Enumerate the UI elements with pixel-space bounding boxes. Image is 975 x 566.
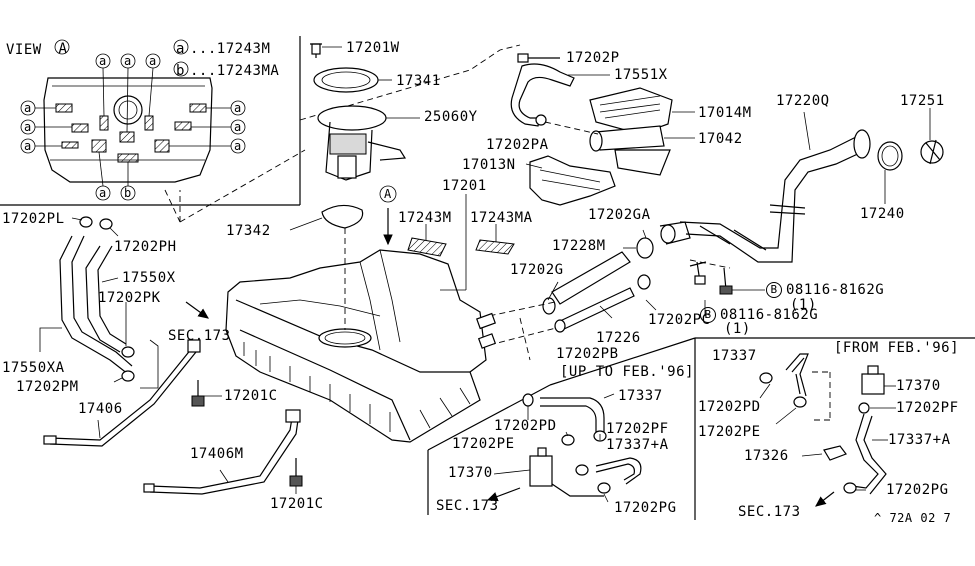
label-17202PH: 17202PH <box>114 239 177 255</box>
label-17406: 17406 <box>78 401 123 417</box>
filler-hoses <box>469 247 657 351</box>
filler-neck <box>636 108 944 316</box>
label-17202PA: 17202PA <box>486 137 549 153</box>
legend-b-key: b <box>176 63 185 79</box>
fuel-sender-unit <box>310 43 420 181</box>
view-marker: A <box>58 41 68 57</box>
label-sec173-a: SEC.173 <box>168 328 231 344</box>
bubble-right-3: a <box>234 139 242 153</box>
bubble-bottom-2: b <box>124 186 132 200</box>
bubble-bottom-1: a <box>99 186 107 200</box>
label-17337-up: 17337 <box>618 388 663 404</box>
bubble-left-3: a <box>24 139 32 153</box>
label-17370-up: 17370 <box>448 465 493 481</box>
label-17202P: 17202P <box>566 50 620 66</box>
label-17202PM: 17202PM <box>16 379 79 395</box>
label-sec173-b: SEC.173 <box>436 498 499 514</box>
label-17014M: 17014M <box>698 105 752 121</box>
view-a-inset <box>0 36 301 206</box>
label-17202PC: 17202PC <box>648 312 711 328</box>
label-17202G: 17202G <box>510 262 564 278</box>
bolt1-key: B <box>766 282 782 298</box>
bubble-top-2: a <box>124 54 132 68</box>
label-17201C-b: 17201C <box>270 496 324 512</box>
label-17243M: 17243M <box>398 210 452 226</box>
label-17341: 17341 <box>396 73 441 89</box>
label-17337A-up: 17337+A <box>606 437 669 453</box>
label-from-feb-96: [FROM FEB.'96] <box>834 340 960 356</box>
arrow-a-label: A <box>384 187 392 201</box>
diagram-code: ^ 72A 02 7 <box>874 511 952 525</box>
label-17202PD-up: 17202PD <box>494 418 557 434</box>
label-17201: 17201 <box>442 178 487 194</box>
label-17202PF-up: 17202PF <box>606 421 669 437</box>
label-17326: 17326 <box>744 448 789 464</box>
label-17240: 17240 <box>860 206 905 222</box>
label-17337-from: 17337 <box>712 348 757 364</box>
label-17551X: 17551X <box>614 67 668 83</box>
label-17202PB: 17202PB <box>556 346 619 362</box>
label-17201W: 17201W <box>346 40 400 56</box>
label-17202GA: 17202GA <box>588 207 651 223</box>
label-17220Q: 17220Q <box>776 93 830 109</box>
label-17202PG-from: 17202PG <box>886 482 949 498</box>
label-sec173-c: SEC.173 <box>738 504 801 520</box>
view-title-text: VIEW <box>6 42 42 58</box>
from-feb-96-variant <box>759 353 896 507</box>
label-25060Y: 25060Y <box>424 109 478 125</box>
label-17202PL: 17202PL <box>2 211 65 227</box>
legend-a-key: a <box>176 41 185 57</box>
label-17337A-from: 17337+A <box>888 432 951 448</box>
legend-a-text: ...17243M <box>190 41 271 57</box>
fuel-tank <box>225 185 531 443</box>
label-bolt2: 08116-8162G <box>720 307 819 323</box>
label-17550XA: 17550XA <box>2 360 65 376</box>
label-17202PK: 17202PK <box>98 290 161 306</box>
label-17042: 17042 <box>698 131 743 147</box>
label-17406M: 17406M <box>190 446 244 462</box>
label-17202PE-from: 17202PE <box>698 424 761 440</box>
bubble-right-2: a <box>234 120 242 134</box>
label-17243MA: 17243MA <box>470 210 533 226</box>
legend-a-part: 17243M <box>216 41 271 57</box>
bolt2-key: B <box>700 307 716 323</box>
label-17251: 17251 <box>900 93 945 109</box>
label-17202PF-from: 17202PF <box>896 400 959 416</box>
label-17226: 17226 <box>596 330 641 346</box>
up-to-feb-96-variant <box>427 337 975 520</box>
fuel-pump-assembly <box>510 53 695 206</box>
label-17202PD-from: 17202PD <box>698 399 761 415</box>
legend-b-text: ...17243MA <box>190 63 280 79</box>
bubble-right-1: a <box>234 101 242 115</box>
label-bolt1-qty: (1) <box>790 297 817 313</box>
bubble-left-2: a <box>24 120 32 134</box>
label-17013N: 17013N <box>462 157 516 173</box>
label-bolt1: 08116-8162G <box>786 282 885 298</box>
legend-b-part: 17243MA <box>216 63 280 79</box>
label-upto-feb-96: [UP TO FEB.'96] <box>560 364 694 380</box>
label-17342: 17342 <box>226 223 271 239</box>
label-17228M: 17228M <box>552 238 606 254</box>
label-17550X: 17550X <box>122 270 176 286</box>
label-17370-from: 17370 <box>896 378 941 394</box>
label-17201C-a: 17201C <box>224 388 278 404</box>
label-17202PG-up: 17202PG <box>614 500 677 516</box>
vent-hoses-left <box>39 216 303 495</box>
bubble-top-3: a <box>149 54 157 68</box>
label-bolt2-qty: (1) <box>724 321 751 337</box>
bubble-top-1: a <box>99 54 107 68</box>
label-17202PE-up: 17202PE <box>452 436 515 452</box>
bubble-left-1: a <box>24 101 32 115</box>
view-title: VIEW <box>6 42 42 58</box>
